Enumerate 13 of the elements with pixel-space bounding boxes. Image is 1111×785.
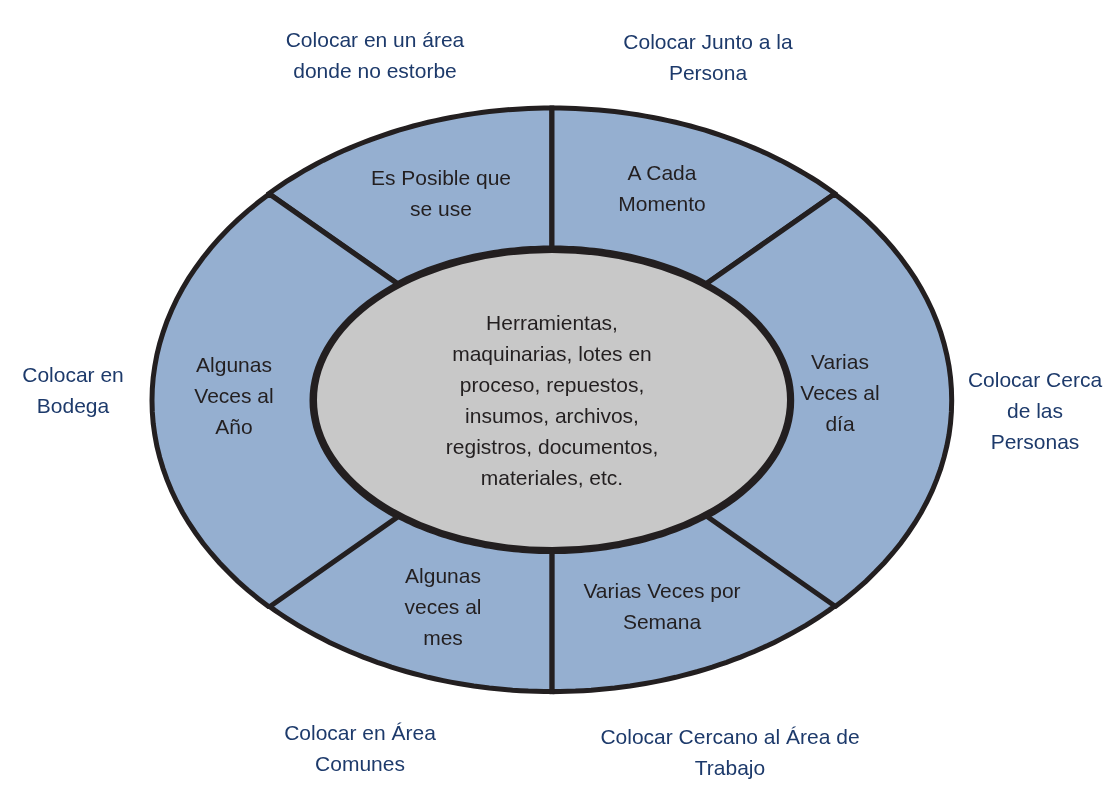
- segment-label: Es Posible que se use: [369, 165, 513, 222]
- placement-note: Colocar Cerca de las Personas: [966, 366, 1104, 455]
- center-text: Herramientas, maquinarias, lotes en proceso, repuestos, insumos, archivos, registros, documentos, materiales, etc.: [444, 310, 660, 491]
- placement-note: Colocar Junto a la Persona: [622, 29, 794, 86]
- segment-label: Algunas Veces al Año: [193, 351, 275, 440]
- segment-label: Algunas veces al mes: [403, 562, 483, 651]
- placement-note: Colocar en Bodega: [21, 362, 125, 419]
- placement-note: Colocar en Área Comunes: [283, 720, 437, 777]
- placement-note: Colocar en un área donde no estorbe: [284, 27, 466, 84]
- segment-label: Varias Veces al día: [799, 348, 881, 437]
- segment-label: Varias Veces por Semana: [582, 578, 742, 635]
- segment-label: A Cada Momento: [617, 160, 707, 217]
- placement-note: Colocar Cercano al Área de Trabajo: [600, 724, 860, 781]
